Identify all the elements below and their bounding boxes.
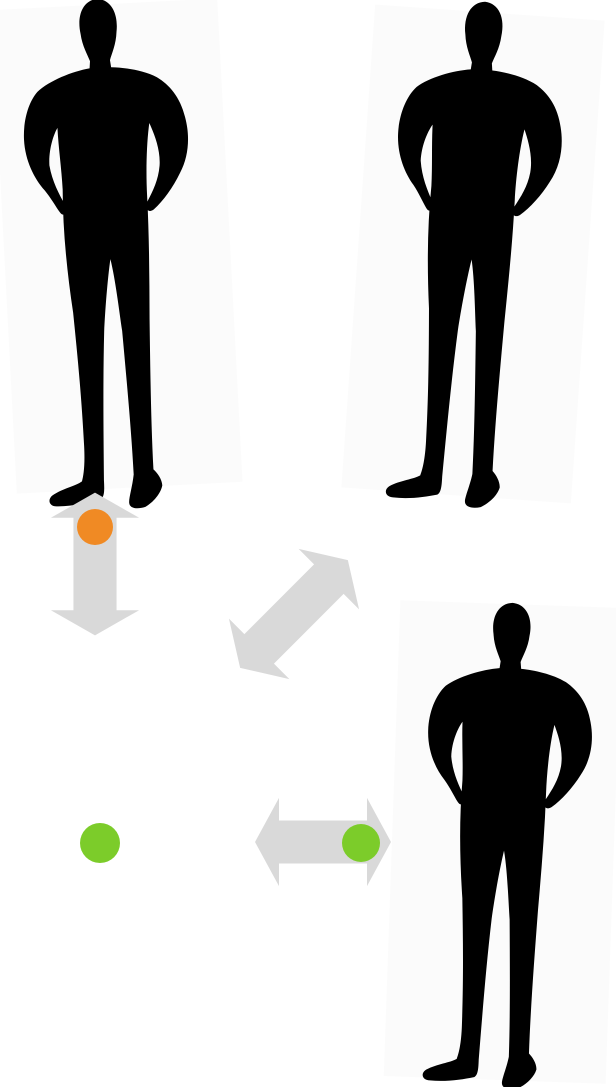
- person-silhouette-bottom-right: [416, 600, 597, 1087]
- orange-dot: [77, 509, 113, 545]
- diagonal-double-arrow: [210, 530, 378, 698]
- person-silhouette-top-left: [17, 0, 207, 513]
- green-dot-left: [80, 823, 120, 863]
- person-silhouette-top-right: [379, 0, 569, 511]
- green-dot-right: [342, 824, 380, 862]
